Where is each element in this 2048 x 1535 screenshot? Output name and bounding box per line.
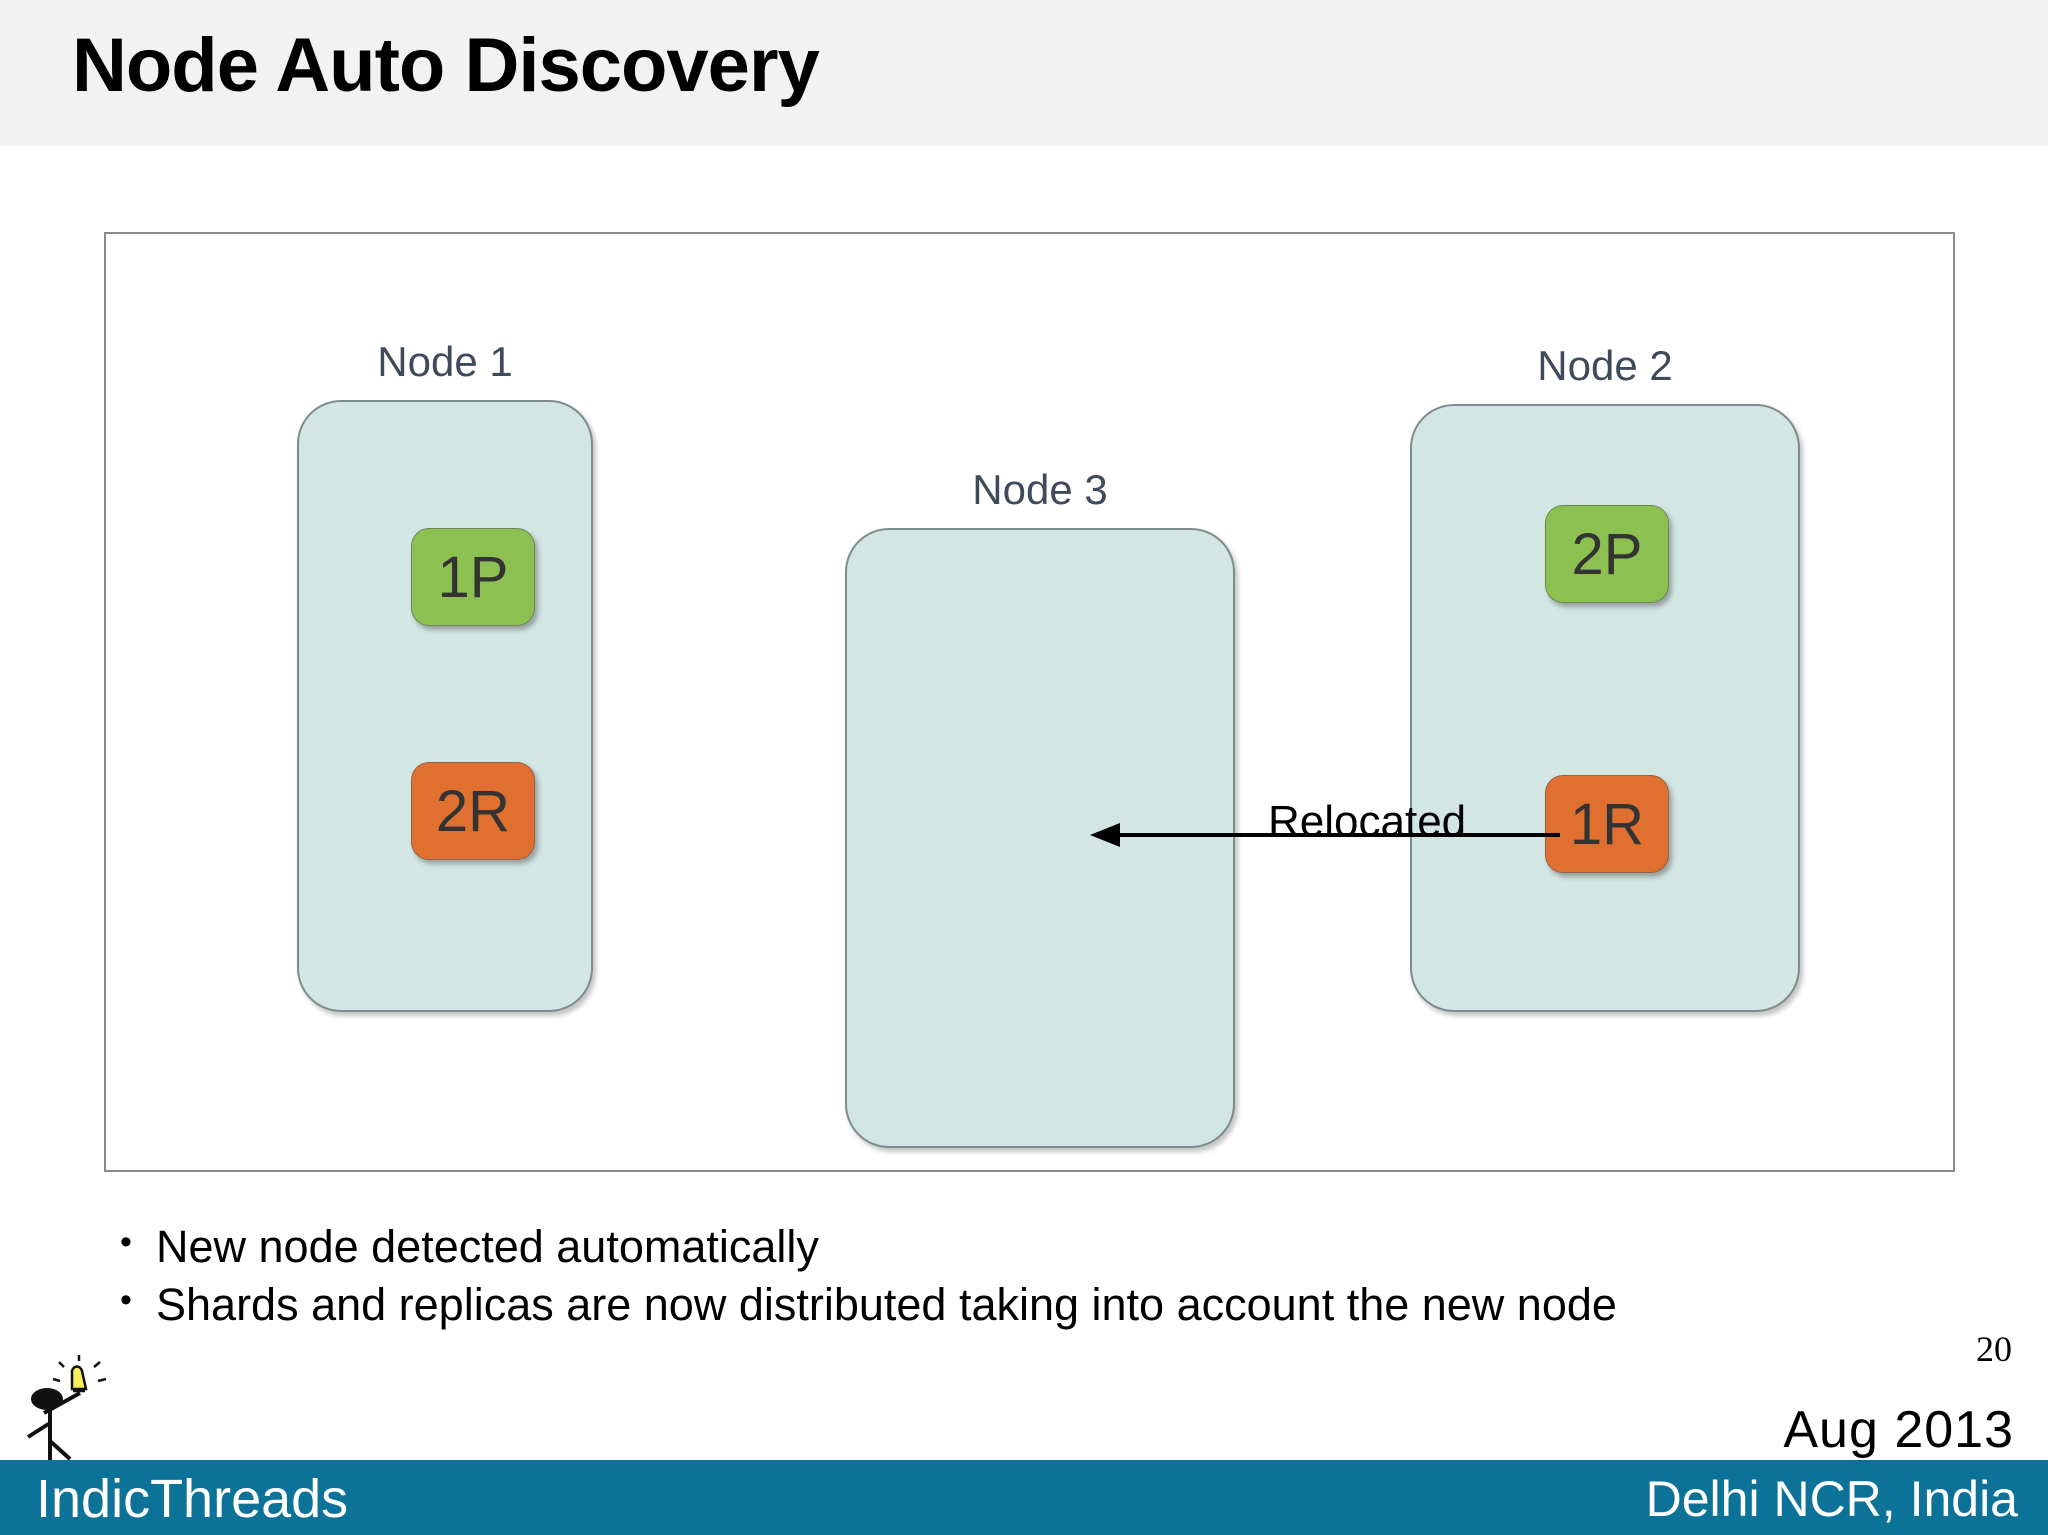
- relocation-arrow-icon: [1090, 823, 1560, 847]
- relocation-label: Relocated: [1268, 797, 1467, 846]
- node-label-node-2: Node 2: [1537, 342, 1673, 389]
- footer-brand: IndicThreads: [36, 1469, 349, 1529]
- stick-figure-lightbulb-icon: [26, 1355, 107, 1461]
- page-title: Node Auto Discovery: [72, 23, 820, 108]
- node-label-node-3: Node 3: [972, 466, 1108, 513]
- node-label-node-1: Node 1: [377, 338, 513, 385]
- bullet-dot-icon: •: [120, 1223, 132, 1261]
- node-box-node-1[interactable]: [297, 400, 593, 1012]
- shard-chip-2r[interactable]: 2R: [411, 762, 535, 860]
- list-item: • Shards and replicas are now distribute…: [120, 1276, 1920, 1334]
- slide-date: Aug 2013: [1783, 1401, 2014, 1459]
- bullet-dot-icon: •: [120, 1280, 132, 1319]
- shard-chip-1r[interactable]: 1R: [1545, 775, 1669, 873]
- page-number: 20: [1976, 1329, 2012, 1369]
- shard-chip-1p[interactable]: 1P: [411, 528, 535, 626]
- footer-location: Delhi NCR, India: [1645, 1471, 2018, 1527]
- footer-bar: [0, 1460, 2048, 1535]
- bullet-text: New node detected automatically: [156, 1221, 819, 1272]
- shard-chip-2p[interactable]: 2P: [1545, 505, 1669, 603]
- bullet-text: Shards and replicas are now distributed …: [156, 1278, 1617, 1330]
- list-item: • New node detected automatically: [120, 1218, 1920, 1276]
- header-band: [0, 0, 2048, 146]
- node-box-node-3[interactable]: [845, 528, 1235, 1148]
- node-box-node-2[interactable]: [1410, 404, 1800, 1012]
- bullet-list: • New node detected automatically • Shar…: [120, 1218, 1920, 1333]
